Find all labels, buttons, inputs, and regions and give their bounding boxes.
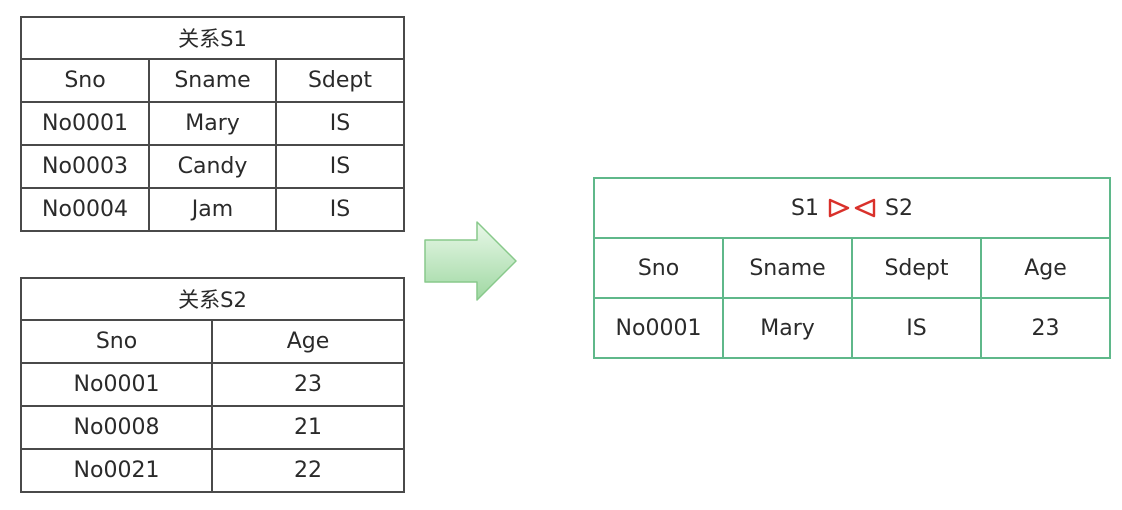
table-cell: IS (274, 144, 406, 189)
table-cell: No0004 (20, 187, 150, 232)
table-row: No0021 22 (20, 448, 406, 493)
column-header-age: Age (210, 319, 406, 364)
column-header-sdept: Sdept (851, 237, 982, 299)
table-cell: 21 (210, 405, 406, 450)
table-row: No0004 Jam IS (20, 187, 406, 232)
table-caption-row: 关系S1 (19, 16, 406, 60)
column-header-age: Age (980, 237, 1111, 299)
table-cell: IS (274, 187, 406, 232)
table-cell: 22 (210, 448, 406, 493)
table-cell: 23 (210, 362, 406, 407)
join-expression: S1 S2 (791, 196, 913, 221)
table-row: No0008 21 (20, 405, 406, 450)
table-header-row: Sno Sname Sdept Age (593, 237, 1111, 299)
table-row: No0001 23 (20, 362, 406, 407)
table-cell: Candy (148, 144, 277, 189)
column-header-sno: Sno (20, 319, 213, 364)
table-cell: No0008 (20, 405, 213, 450)
column-header-sno: Sno (20, 58, 150, 103)
join-result-table: S1 S2 Sno Sname Sdept Age No0001 Mary IS… (593, 177, 1111, 359)
column-header-sno: Sno (593, 237, 724, 299)
relation-s1-table: 关系S1 Sno Sname Sdept No0001 Mary IS No00… (19, 16, 406, 232)
table-caption-row: S1 S2 (593, 177, 1111, 239)
right-operand: S2 (885, 195, 913, 221)
relation-s2-title: 关系S2 (19, 277, 406, 321)
table-cell: No0001 (20, 101, 150, 146)
table-header-row: Sno Age (20, 319, 406, 364)
table-cell: No0021 (20, 448, 213, 493)
relation-s2-table: 关系S2 Sno Age No0001 23 No0008 21 No0021 … (19, 277, 406, 493)
left-operand: S1 (791, 195, 819, 221)
table-cell: Mary (148, 101, 277, 146)
relation-s1-title: 关系S1 (19, 16, 406, 60)
table-header-row: Sno Sname Sdept (20, 58, 406, 103)
table-cell: IS (274, 101, 406, 146)
join-result-title: S1 S2 (593, 177, 1111, 239)
column-header-sname: Sname (722, 237, 853, 299)
natural-join-bowtie-icon (828, 198, 876, 218)
column-header-sname: Sname (148, 58, 277, 103)
right-arrow-icon (424, 221, 517, 301)
table-cell: 23 (980, 297, 1111, 359)
column-header-sdept: Sdept (274, 58, 406, 103)
table-row: No0001 Mary IS 23 (593, 297, 1111, 359)
table-cell: Mary (722, 297, 853, 359)
table-cell: No0001 (20, 362, 213, 407)
table-cell: IS (851, 297, 982, 359)
table-row: No0001 Mary IS (20, 101, 406, 146)
table-cell: Jam (148, 187, 277, 232)
table-cell: No0003 (20, 144, 150, 189)
table-row: No0003 Candy IS (20, 144, 406, 189)
table-cell: No0001 (593, 297, 724, 359)
table-caption-row: 关系S2 (19, 277, 406, 321)
